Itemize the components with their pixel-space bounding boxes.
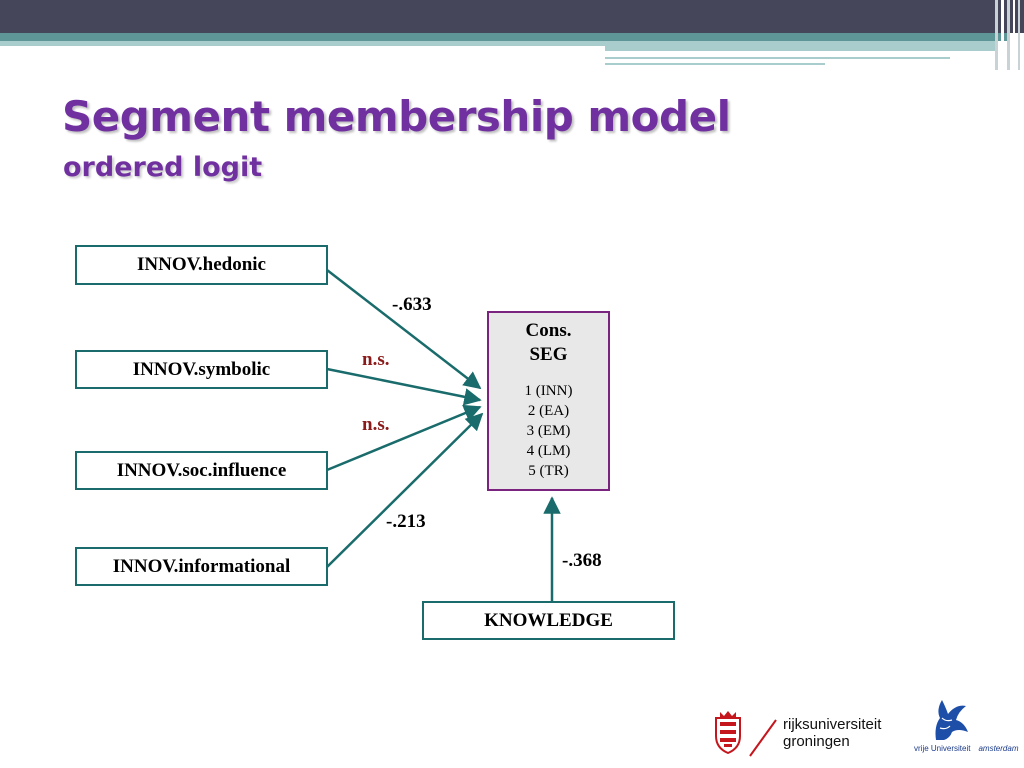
arrow-soc-influence — [326, 404, 482, 472]
outcome-title-line2: SEG — [529, 344, 568, 365]
header-stripe — [995, 0, 998, 70]
header-accent-bar — [0, 33, 1010, 41]
vu-griffin-icon — [935, 700, 968, 740]
outcome-level: 3 (EM) — [526, 423, 571, 439]
header-thin-line-2 — [605, 63, 825, 65]
vu-city: amsterdam — [978, 744, 1019, 753]
coef-symbolic: n.s. — [362, 349, 390, 370]
header-thin-line — [605, 57, 950, 59]
outcome-title-line1: Cons. — [525, 320, 572, 341]
slide-title: Segment membership model — [62, 92, 731, 141]
vu-name: vrije Universiteit — [914, 744, 971, 753]
rug-slash-icon — [749, 719, 777, 757]
header-stripe — [1018, 0, 1020, 70]
header-stripe — [1001, 0, 1004, 70]
predictor-soc-influence-box: INNOV.soc.influence — [75, 451, 328, 490]
coef-knowledge: -.368 — [562, 550, 602, 571]
outcome-level: 2 (EA) — [527, 403, 570, 419]
header-light-bar-right — [605, 41, 995, 51]
arrow-informational — [326, 412, 484, 568]
outcome-levels: 1 (INN) 2 (EA) 3 (EM) 4 (LM) 5 (TR) — [489, 381, 608, 481]
predictor-hedonic-box: INNOV.hedonic — [75, 245, 328, 285]
header-stripe — [1007, 0, 1010, 70]
coef-informational: -.213 — [386, 511, 426, 532]
rug-line1: rijksuniversiteit — [783, 716, 882, 733]
knowledge-box: KNOWLEDGE — [422, 601, 675, 640]
predictor-informational-box: INNOV.informational — [75, 547, 328, 586]
header-stripe — [1013, 0, 1015, 70]
coef-hedonic: -.633 — [392, 294, 432, 315]
arrow-symbolic — [326, 367, 482, 406]
coef-soc-influence: n.s. — [362, 414, 390, 435]
arrow-hedonic — [326, 269, 482, 390]
outcome-level: 1 (INN) — [524, 383, 573, 399]
outcome-segment-box: Cons. SEG 1 (INN) 2 (EA) 3 (EM) 4 (LM) 5… — [487, 311, 610, 491]
header-bar — [0, 0, 1024, 33]
outcome-level: 4 (LM) — [526, 443, 571, 459]
rug-crest-icon — [715, 711, 741, 754]
outcome-level: 5 (TR) — [528, 463, 569, 479]
predictor-symbolic-box: INNOV.symbolic — [75, 350, 328, 389]
slide-subtitle: ordered logit — [63, 152, 263, 183]
header-light-bar — [0, 41, 605, 46]
rug-line2: groningen — [783, 733, 850, 750]
rug-wordmark: rijksuniversiteit groningen — [783, 716, 881, 750]
vu-wordmark: vrije Universiteit amsterdam — [914, 744, 1018, 753]
